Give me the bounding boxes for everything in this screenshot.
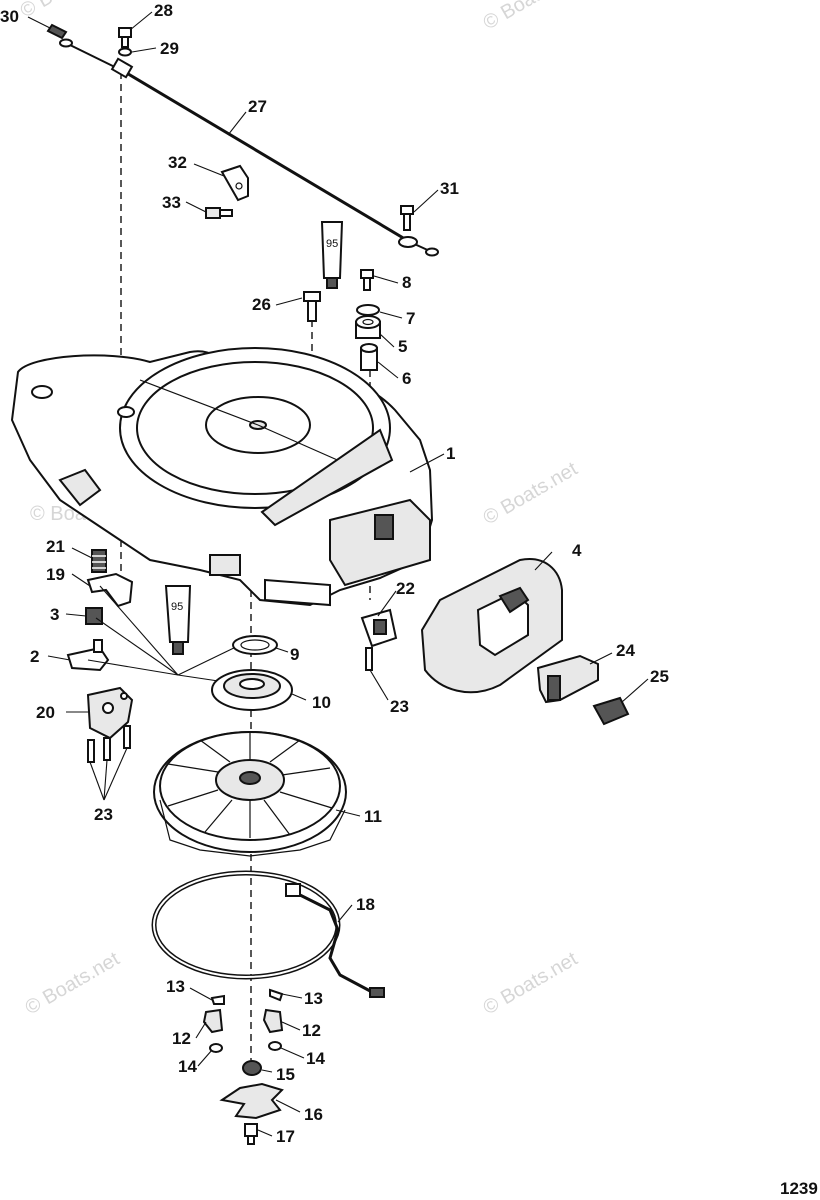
part-9-spring <box>232 635 278 655</box>
part-31-screw <box>400 205 414 231</box>
grease-tube-top: 95 <box>320 221 344 289</box>
watermark-bottom-left: © Boats.net <box>22 948 124 1020</box>
part-10-cup <box>211 669 293 711</box>
part-26-bolt <box>303 291 321 322</box>
part-19-lever <box>86 572 134 608</box>
part-12-pawl-right <box>262 1008 284 1034</box>
callout-24: 24 <box>616 641 635 660</box>
leader-lines <box>27 11 649 1137</box>
callout-10: 10 <box>312 693 331 712</box>
callout-2: 2 <box>30 647 39 666</box>
callout-14-left: 14 <box>178 1057 197 1076</box>
callout-26: 26 <box>252 295 271 314</box>
callout-30: 30 <box>0 7 19 26</box>
part-11-pulley <box>153 731 347 857</box>
part-28-screw <box>118 27 132 48</box>
callout-6: 6 <box>402 369 411 388</box>
part-25-insert <box>592 696 630 726</box>
callout-8: 8 <box>402 273 411 292</box>
callout-3: 3 <box>50 605 59 624</box>
callout-1: 1 <box>446 444 455 463</box>
watermark-bottom-right: © Boats.net <box>480 948 582 1020</box>
tube-label-bottom: 95 <box>171 601 183 613</box>
part-30-clip <box>46 23 68 40</box>
callout-4: 4 <box>572 541 582 560</box>
part-17-screw <box>244 1123 258 1145</box>
part-16-plate <box>219 1082 284 1120</box>
part-27-cable <box>59 38 439 257</box>
callout-5: 5 <box>398 337 407 356</box>
part-13-clip-right <box>269 988 284 1002</box>
page-number: 1239 <box>780 1179 818 1198</box>
callout-27: 27 <box>248 97 267 116</box>
part-23-screw-right <box>365 647 373 671</box>
part-4-handle-cover <box>420 558 563 694</box>
part-6-spacer <box>360 343 378 371</box>
part-1-flywheel-cover <box>10 347 434 607</box>
part-15-spring <box>242 1060 262 1076</box>
callout-labels: 30 28 29 27 32 33 31 8 7 5 6 26 1 4 22 2… <box>0 1 669 1146</box>
callout-13-left: 13 <box>166 977 185 996</box>
callout-15: 15 <box>276 1065 295 1084</box>
callout-32: 32 <box>168 153 187 172</box>
part-14-spring-right <box>268 1041 282 1051</box>
callout-12-right: 12 <box>302 1021 321 1040</box>
callout-14-right: 14 <box>306 1049 325 1068</box>
part-3-spring <box>85 607 103 625</box>
part-18-wire-loop <box>151 870 385 998</box>
callout-12-left: 12 <box>172 1029 191 1048</box>
application-lines <box>87 585 241 683</box>
callout-9: 9 <box>290 645 299 664</box>
callout-17: 17 <box>276 1127 295 1146</box>
part-24-handle <box>536 654 599 704</box>
part-2-bracket <box>66 639 110 672</box>
callout-13-right: 13 <box>304 989 323 1008</box>
grease-tube-bottom: 95 <box>164 585 192 655</box>
callout-29: 29 <box>160 39 179 58</box>
part-8-screw <box>360 269 374 291</box>
callout-25: 25 <box>650 667 669 686</box>
callout-22: 22 <box>396 579 415 598</box>
part-21-spring <box>91 549 107 573</box>
part-14-spring-left <box>209 1043 223 1053</box>
callout-20: 20 <box>36 703 55 722</box>
part-20-bracket <box>86 686 134 740</box>
part-12-pawl-left <box>202 1008 224 1034</box>
callout-16: 16 <box>304 1105 323 1124</box>
callout-11: 11 <box>364 807 382 826</box>
tube-label-top: 95 <box>326 238 338 250</box>
part-29-washer <box>118 47 132 57</box>
part-33-bolt <box>205 207 233 219</box>
callout-21: 21 <box>46 537 65 556</box>
watermark-top-right: © Boats.net <box>480 0 582 34</box>
callout-31: 31 <box>440 179 459 198</box>
callout-23-right: 23 <box>390 697 409 716</box>
callout-23-left: 23 <box>94 805 113 824</box>
part-13-clip-left <box>210 994 225 1005</box>
callout-7: 7 <box>406 309 415 328</box>
part-5-bushing <box>355 315 381 339</box>
callout-18: 18 <box>356 895 375 914</box>
callout-19: 19 <box>46 565 65 584</box>
part-32-clamp <box>220 164 249 202</box>
watermark-mid-right: © Boats.net <box>480 458 582 530</box>
part-7-washer <box>356 304 380 316</box>
callout-28: 28 <box>154 1 173 20</box>
callout-33: 33 <box>162 193 181 212</box>
